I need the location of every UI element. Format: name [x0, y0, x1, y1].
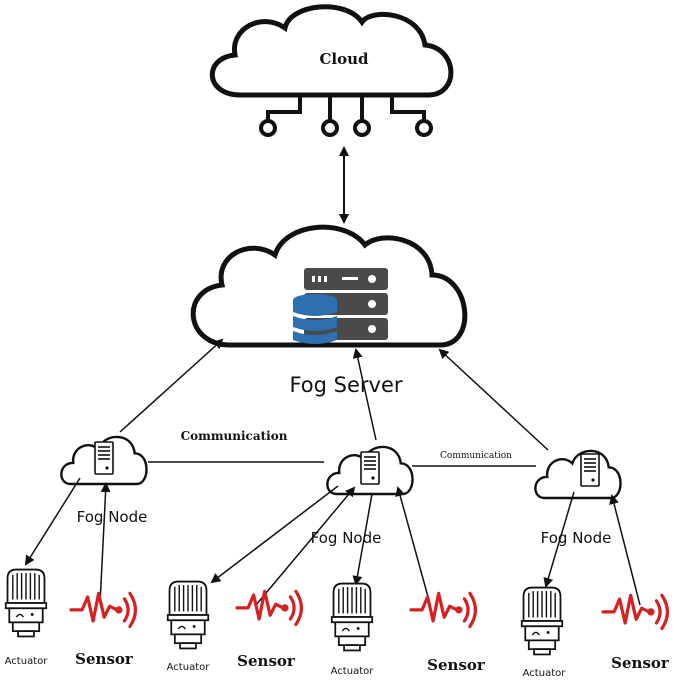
arrow-node2-to-actuator3 [352, 493, 373, 586]
arrow-sensor3-to-node2 [395, 486, 431, 605]
actuator-1-label: Actuator [5, 656, 49, 667]
arrow-sensor2-to-node2 [255, 486, 356, 606]
cloud-label: Cloud [319, 50, 369, 68]
actuator-2-icon [166, 580, 210, 650]
database-icon [293, 294, 337, 344]
sensor-2-icon [235, 589, 304, 627]
sensor-3-label: Sensor [427, 656, 486, 674]
arrow-node2-to-server [352, 348, 377, 441]
cloud-icon [209, 4, 454, 137]
fog-node-3-rack-icon [580, 453, 600, 487]
actuator-4-label: Actuator [523, 668, 567, 679]
arrow-node2-to-actuator2 [210, 485, 339, 584]
fog-node-3-label: Fog Node [541, 529, 612, 547]
actuator-1-icon [4, 568, 48, 638]
arrow-sensor1-to-node1 [99, 482, 111, 605]
sensor-4-label: Sensor [611, 654, 670, 672]
fog-node-2-rack-icon [360, 451, 380, 485]
fog-node-2 [326, 445, 414, 496]
sensor-4-icon [601, 593, 670, 631]
arrow-node3-to-actuator4 [543, 491, 575, 588]
actuator-2-label: Actuator [167, 662, 211, 673]
arrow-node1-to-actuator1 [24, 477, 81, 566]
sensor-1-icon [69, 591, 138, 629]
arrow-node1-to-server [119, 338, 224, 433]
fog-node-1-rack-icon [94, 441, 114, 475]
sensor-3-icon [409, 591, 478, 629]
actuator-3-label: Actuator [331, 666, 375, 677]
sensor-1-label: Sensor [75, 650, 134, 668]
sensor-2-label: Sensor [237, 652, 296, 670]
fog-node-1-label: Fog Node [77, 508, 148, 526]
fog-node-3 [534, 449, 622, 500]
fog-node-1 [60, 435, 148, 486]
fog-node-2-label: Fog Node [311, 529, 382, 547]
fog-server-label: Fog Server [289, 373, 402, 397]
arrow-node3-to-server [438, 348, 549, 451]
arrow-sensor4-to-node3 [609, 494, 641, 606]
communication-label-left: Communication [181, 429, 288, 443]
actuator-4-icon [520, 586, 564, 656]
communication-label-right: Communication [440, 451, 512, 461]
actuator-3-icon [330, 582, 374, 652]
